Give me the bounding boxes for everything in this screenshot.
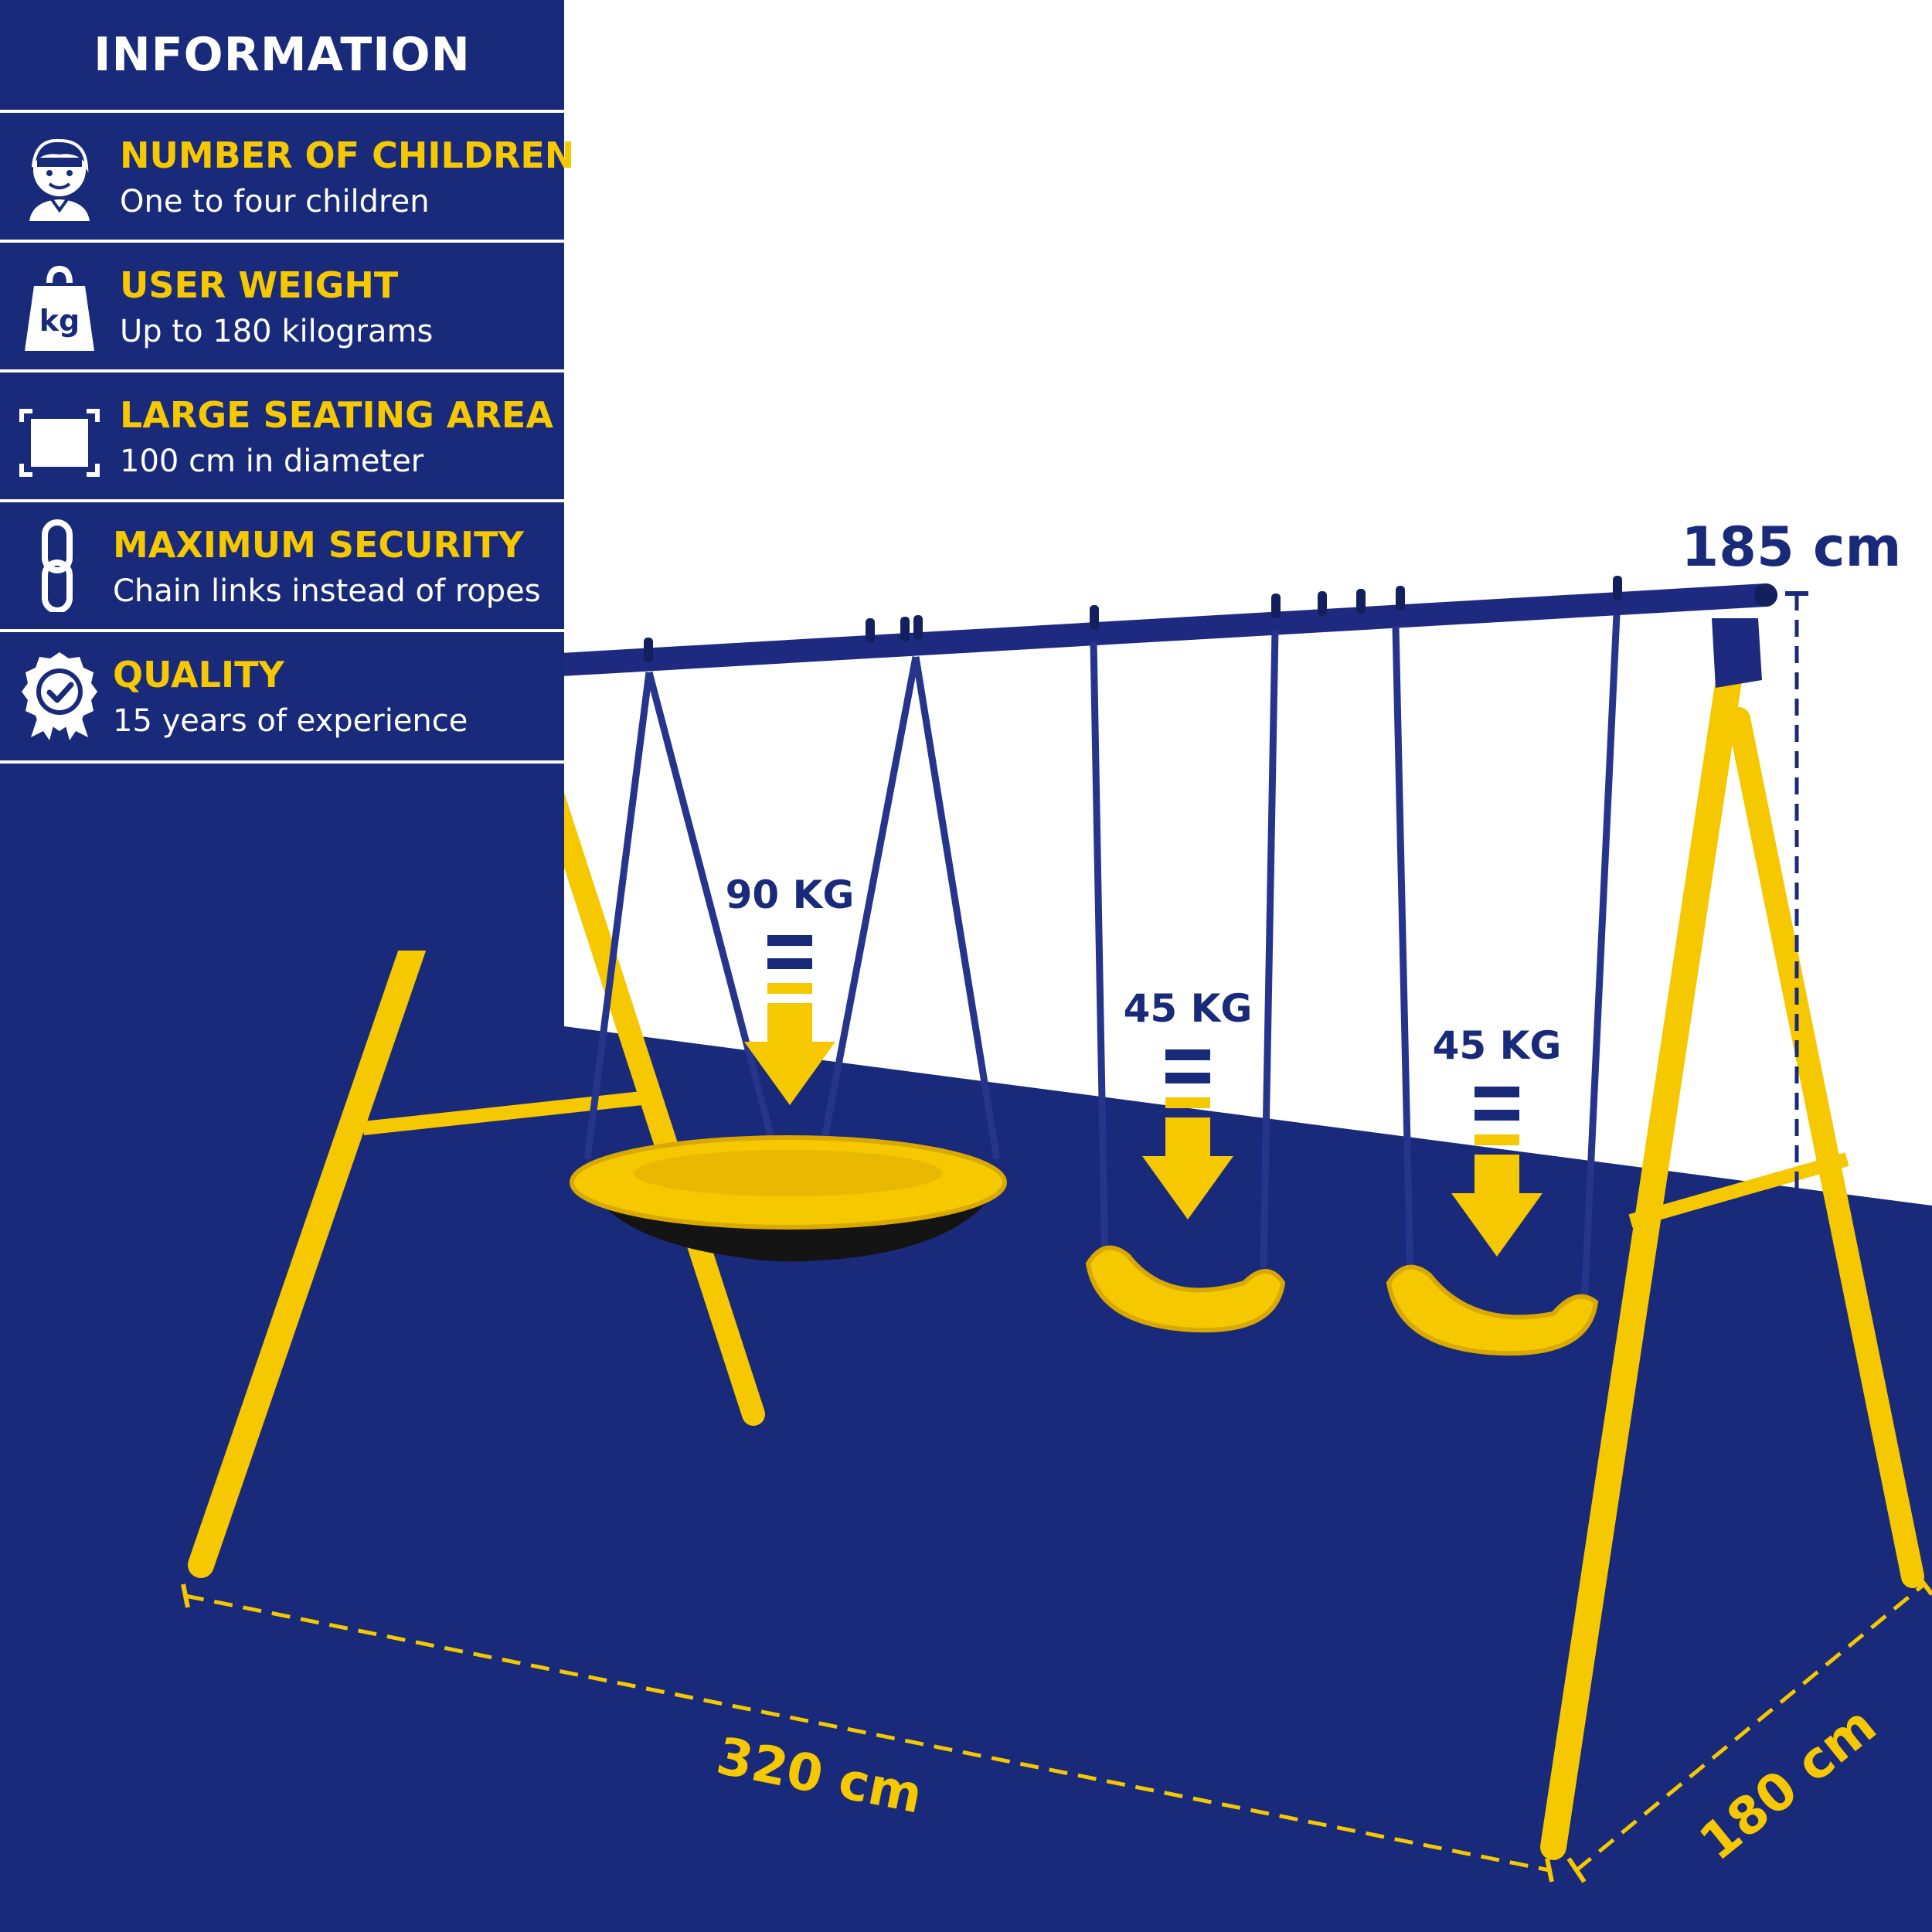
swing-1-load-arrow (1142, 1049, 1233, 1219)
feature-maximum-security: MAXIMUM SECURITY Chain links instead of … (0, 499, 564, 626)
panel-title: INFORMATION (94, 28, 471, 82)
feature-description: Up to 180 kilograms (120, 314, 434, 349)
quality-badge-icon (22, 652, 97, 740)
nest-swing-seat-inner (634, 1150, 943, 1196)
feature-title: QUALITY (113, 654, 284, 696)
nest-swing-ropes (583, 656, 1001, 1168)
floor-background (0, 951, 1932, 1932)
kg-icon-text: kg (39, 304, 80, 338)
swing-1-load-label: 45 KG (1124, 986, 1253, 1031)
feature-title: LARGE SEATING AREA (120, 394, 553, 436)
nest-load-arrow (744, 935, 835, 1105)
depth-dimension-cap-top (1914, 1573, 1932, 1596)
feature-number-of-children: NUMBER OF CHILDREN One to four children (0, 110, 574, 236)
feature-description: Chain links instead of ropes (113, 573, 541, 609)
left-brace (362, 1090, 650, 1135)
width-dimension-cap-right (1545, 1858, 1554, 1883)
nest-load-label: 90 KG (726, 872, 855, 917)
child-face-icon (29, 138, 90, 221)
feature-description: 15 years of experience (113, 703, 468, 739)
feature-title: USER WEIGHT (120, 264, 399, 306)
back-right-leg (1727, 707, 1924, 1588)
feature-description: One to four children (120, 184, 430, 219)
information-panel: INFORMATION NUMBER OF CHILDREN One to fo… (0, 0, 574, 951)
feature-large-seating-area: LARGE SEATING AREA 100 cm in diameter (0, 369, 564, 496)
swing-1-seat (1085, 1245, 1286, 1333)
feature-title: MAXIMUM SECURITY (113, 524, 524, 566)
seating-area-icon (19, 409, 100, 477)
top-beam (483, 583, 1777, 680)
swing-2-load-label: 45 KG (1433, 1023, 1562, 1068)
kg-weight-icon: kg (25, 265, 94, 351)
swing-1-chains (1090, 629, 1279, 1268)
panel-divider (0, 760, 564, 764)
top-beam-end-right (1754, 583, 1777, 607)
feature-quality: QUALITY 15 years of experience (0, 629, 564, 756)
feature-user-weight: kg USER WEIGHT Up to 180 kilograms (0, 240, 564, 366)
depth-dimension-line (1575, 1583, 1926, 1872)
right-frame-joint (1712, 618, 1762, 688)
swing-2-chains (1392, 614, 1621, 1307)
feature-title: NUMBER OF CHILDREN (120, 134, 575, 176)
width-dimension-line (185, 1594, 1550, 1872)
front-right-leg (1540, 651, 1744, 1860)
swing-2-load-arrow (1451, 1087, 1543, 1257)
swing-2-seat (1386, 1264, 1599, 1356)
chain-link-icon (42, 519, 73, 612)
height-dimension-label: 185 cm (1682, 515, 1902, 579)
right-brace (1628, 1152, 1849, 1228)
beam-hooks (644, 576, 1622, 662)
depth-dimension-cap-bottom (1566, 1857, 1587, 1883)
width-dimension-cap-left (181, 1583, 190, 1608)
feature-description: 100 cm in diameter (120, 444, 424, 479)
